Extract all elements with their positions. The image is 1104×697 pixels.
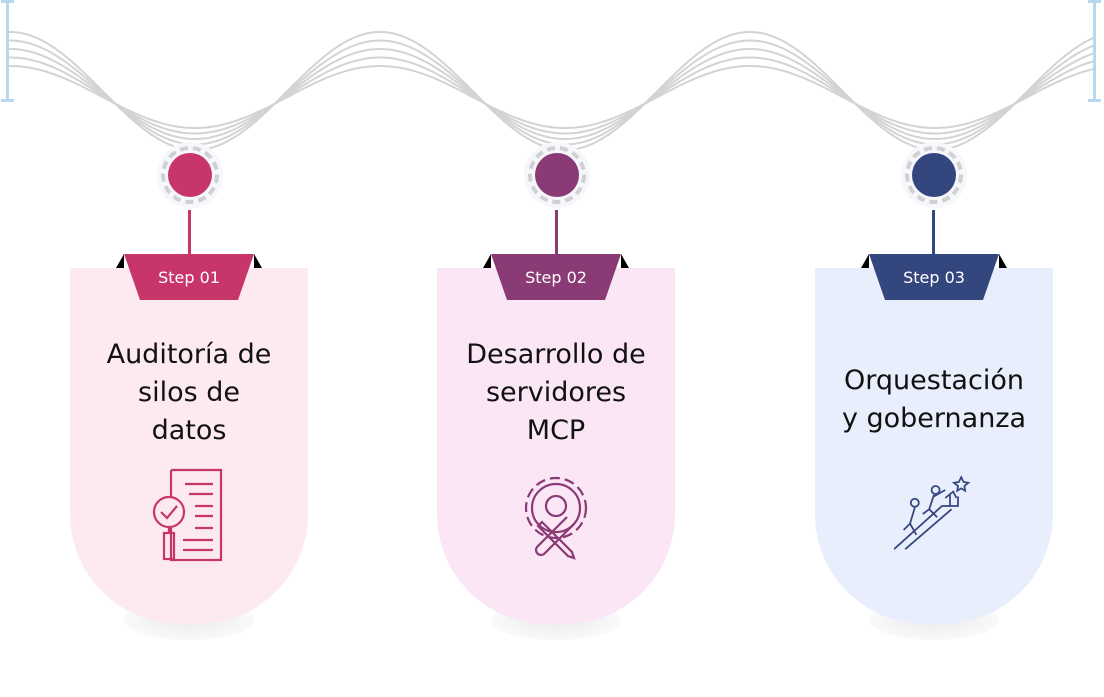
gear-wrench-pencil-icon xyxy=(524,476,588,560)
step-badge-1: Step 01 xyxy=(116,254,262,300)
step-node-3 xyxy=(899,140,969,210)
range-marker-left xyxy=(1,0,14,102)
document-magnifier-check-icon xyxy=(152,468,223,562)
wave-line xyxy=(8,65,1095,129)
connector-line xyxy=(932,210,935,256)
step-badge-2: Step 02 xyxy=(483,254,629,300)
wave-line xyxy=(8,56,1095,135)
connector-line xyxy=(188,210,191,256)
wave-line xyxy=(8,47,1095,141)
climbing-team-star-icon xyxy=(894,475,971,550)
range-marker-right xyxy=(1088,0,1101,102)
step-node-1 xyxy=(155,140,225,210)
step-node-2 xyxy=(522,140,592,210)
step-badge-3: Step 03 xyxy=(861,254,1007,300)
connector-line xyxy=(555,210,558,256)
